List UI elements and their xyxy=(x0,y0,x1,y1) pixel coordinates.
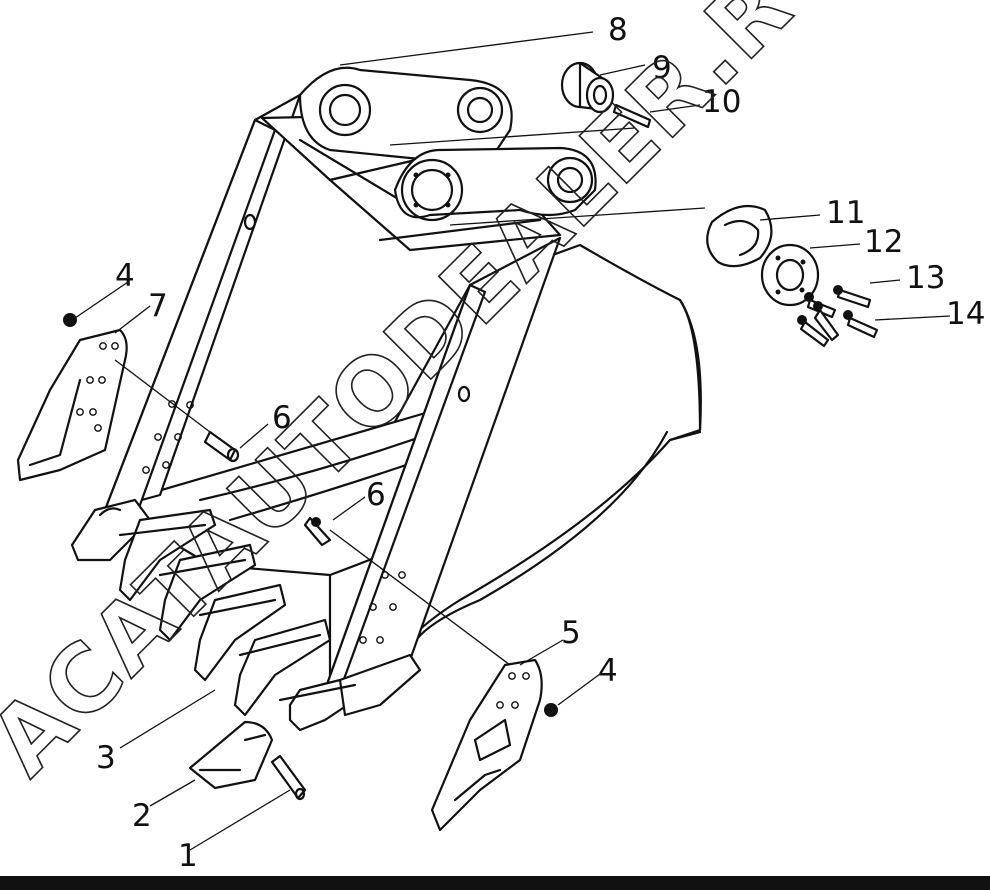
callout-7: 7 xyxy=(148,288,168,324)
callout-12: 12 xyxy=(864,224,903,260)
split-ring xyxy=(706,204,773,268)
callout-6-left: 6 xyxy=(272,400,292,436)
callout-8: 8 xyxy=(608,12,628,48)
callout-4-right: 4 xyxy=(598,653,618,689)
retainer-bolts xyxy=(797,285,879,348)
callout-13: 13 xyxy=(906,260,945,296)
callout-11: 11 xyxy=(826,195,865,231)
tooth-tip xyxy=(188,720,274,790)
nut-right xyxy=(544,703,558,717)
bucket-body xyxy=(103,93,702,692)
left-side-cutter xyxy=(16,328,128,482)
nut-left xyxy=(63,313,77,327)
callout-3: 3 xyxy=(96,740,116,776)
tooth-pin xyxy=(270,754,307,801)
teeth-row xyxy=(70,498,422,732)
bushing-pin xyxy=(612,103,652,129)
callout-2: 2 xyxy=(132,798,152,834)
callout-5: 5 xyxy=(561,615,581,651)
bolt-center xyxy=(303,516,332,547)
callout-14: 14 xyxy=(946,296,985,332)
right-side-cutter xyxy=(430,658,543,832)
retainer-plate xyxy=(760,243,820,307)
callout-1: 1 xyxy=(178,838,198,874)
callout-4-left: 4 xyxy=(115,258,135,294)
bottom-border xyxy=(0,876,990,890)
callout-6-center: 6 xyxy=(366,477,386,513)
bolt-left xyxy=(203,430,240,463)
callout-10: 10 xyxy=(702,84,741,120)
callout-numbers: 8 9 10 11 12 13 14 4 7 6 6 5 4 3 2 1 xyxy=(96,12,985,874)
bushing xyxy=(560,61,615,114)
mounting-brackets xyxy=(298,66,597,222)
leader-lines xyxy=(74,31,951,851)
callout-9: 9 xyxy=(652,50,672,86)
